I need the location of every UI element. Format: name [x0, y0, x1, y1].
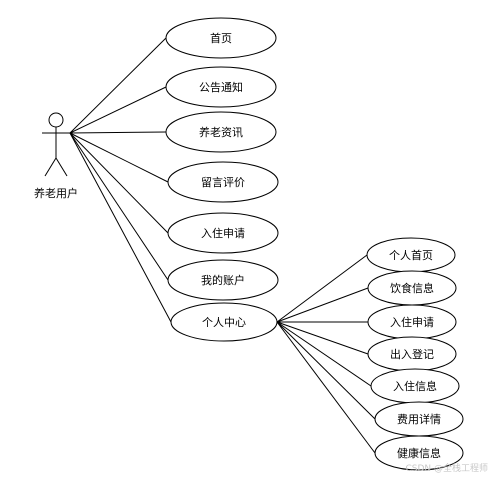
actor-association-line [69, 132, 169, 281]
sub-use-case-5: 入住信息 [370, 368, 460, 404]
use-case-3-shape [165, 111, 277, 153]
use-case-1-shape [165, 17, 277, 59]
sub-use-case-4: 出入登记 [367, 336, 457, 372]
use-case-label: 个人中心 [202, 316, 246, 329]
sub-association-line [276, 321, 369, 355]
use-case-6: 我的账户 [167, 259, 279, 301]
use-case-2: 公告通知 [165, 66, 277, 108]
use-case-7: 个人中心 [170, 302, 278, 342]
use-case-label: 公告通知 [199, 80, 243, 94]
use-case-7-shape [170, 302, 278, 342]
use-case-5: 入住申请 [167, 212, 279, 254]
use-case-4: 留言评价 [167, 161, 279, 203]
sub-use-case-1: 个人首页 [366, 237, 456, 273]
sub-use-case-label: 入住申请 [390, 315, 434, 329]
use-case-6-shape [167, 259, 279, 301]
sub-association-line [276, 254, 368, 323]
sub-use-case-7: 健康信息 [374, 435, 464, 471]
sub-use-case-label: 饮食信息 [390, 281, 434, 295]
use-case-label: 养老资讯 [199, 125, 243, 139]
sub-use-case-6: 费用详情 [374, 401, 464, 437]
actor-association-line [69, 132, 169, 183]
sub-association-line [276, 321, 376, 420]
use-case-1: 首页 [165, 17, 277, 59]
actor-label: 养老用户 [34, 186, 78, 200]
sub-association-line [276, 287, 369, 323]
use-case-label: 入住申请 [201, 226, 245, 240]
watermark-text: CSDN @全栈工程师 [405, 462, 488, 474]
actor-right-leg [55, 157, 68, 177]
use-case-label: 留言评价 [201, 176, 245, 189]
sub-use-case-2: 饮食信息 [367, 270, 457, 306]
sub-association-line [276, 321, 372, 387]
sub-use-case-7-shape [374, 435, 464, 471]
sub-use-case-3: 入住申请 [367, 304, 457, 340]
actor-association-line [69, 132, 169, 234]
use-case-3: 养老资讯 [165, 111, 277, 153]
actor-left-leg [44, 157, 57, 177]
sub-association-line [276, 321, 376, 454]
use-case-label: 首页 [210, 31, 232, 45]
sub-use-case-label: 健康信息 [397, 446, 441, 460]
use-case-2-shape [165, 66, 277, 108]
sub-use-case-label: 入住信息 [393, 379, 437, 393]
use-case-label: 我的账户 [201, 273, 245, 287]
actor-figure [42, 112, 70, 177]
actor-association-line [69, 131, 167, 134]
association-lines [69, 37, 376, 454]
actor-head [48, 112, 64, 128]
actor-association-line [69, 86, 167, 134]
use-case-4-shape [167, 161, 279, 203]
sub-use-case-label: 出入登记 [390, 347, 434, 361]
actor-association-line [69, 37, 167, 134]
actor-association-line [69, 132, 172, 323]
sub-use-case-label: 个人首页 [389, 248, 433, 262]
sub-use-case-label: 费用详情 [397, 412, 441, 426]
use-case-5-shape [167, 212, 279, 254]
